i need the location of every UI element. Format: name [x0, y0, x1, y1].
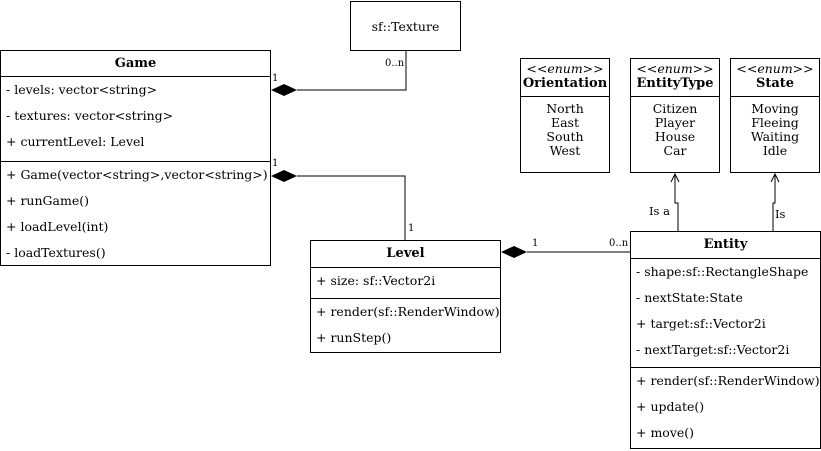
game-texture-diamond: [271, 84, 297, 96]
entity-class-title: Entity: [703, 237, 748, 252]
entitytype-stereotype: <<enum>>: [636, 61, 714, 76]
entity-methods: + render(sf::RenderWindow) + update() + …: [631, 367, 820, 446]
enum-value: West: [549, 143, 581, 158]
enum-value: Waiting: [750, 129, 800, 144]
entity-attributes: - shape:sf::RectangleShape - nextState:S…: [631, 258, 820, 363]
entitytype-arrowhead: [670, 172, 680, 183]
entity-attribute-row: - shape:sf::RectangleShape: [636, 264, 809, 279]
enum-value: Citizen: [652, 101, 698, 116]
entity-class: Entity - shape:sf::RectangleShape - next…: [630, 231, 821, 449]
level-attribute-row: + size: sf::Vector2i: [316, 273, 436, 288]
enum-value: Car: [663, 143, 687, 158]
entitytype-title: EntityType: [636, 76, 714, 91]
enum-value: House: [654, 129, 696, 144]
entity-method-row: + render(sf::RenderWindow): [636, 373, 820, 388]
enum-value: East: [550, 115, 579, 130]
entitytype-values: Citizen Player House Car: [631, 96, 719, 158]
enum-value: Moving: [751, 101, 799, 116]
game-attribute-row: - levels: vector<string>: [6, 82, 158, 97]
texture-class: sf::Texture: [350, 1, 461, 51]
level-method-row: + render(sf::RenderWindow): [316, 304, 500, 319]
texture-class-title: sf::Texture: [371, 18, 440, 34]
entity-state-line: [772, 174, 776, 232]
game-methods: + Game(vector<string>,vector<string>) + …: [1, 161, 270, 266]
texture-multiplicity-texture: 0..n: [385, 58, 405, 69]
game-method-row: + loadLevel(int): [6, 219, 109, 234]
game-level-composition-line: [297, 175, 406, 240]
level-class: Level + size: sf::Vector2i + render(sf::…: [310, 240, 501, 353]
orientation-stereotype: <<enum>>: [526, 61, 604, 76]
level-attributes: + size: sf::Vector2i: [311, 267, 500, 294]
enum-value: North: [546, 101, 584, 116]
level-method-row: + runStep(): [316, 330, 392, 345]
game-attribute-row: - textures: vector<string>: [6, 108, 174, 123]
game-attribute-row: + currentLevel: Level: [6, 134, 145, 149]
orientation-enum: <<enum>> Orientation North East South We…: [520, 58, 610, 173]
entitytype-enum: <<enum>> EntityType Citizen Player House…: [630, 58, 720, 173]
game-level-diamond: [271, 170, 297, 182]
game-method-row: + Game(vector<string>,vector<string>): [6, 167, 268, 182]
level-multiplicity-game: 1: [272, 158, 279, 169]
orientation-title: Orientation: [522, 76, 608, 91]
game-class-title: Game: [114, 56, 157, 71]
texture-multiplicity-game: 1: [272, 73, 279, 84]
level-entity-diamond: [501, 246, 527, 258]
is-a-label: Is a: [649, 204, 670, 218]
level-methods: + render(sf::RenderWindow) + runStep(): [311, 298, 500, 351]
game-class: Game - levels: vector<string> - textures…: [0, 50, 271, 266]
state-title: State: [755, 76, 795, 91]
entity-attribute-row: + target:sf::Vector2i: [636, 316, 766, 331]
level-class-title: Level: [386, 246, 425, 261]
enum-value: Idle: [762, 143, 788, 158]
is-label: Is: [775, 207, 786, 221]
game-method-row: + runGame(): [6, 193, 89, 208]
entity-multiplicity-level: 1: [532, 238, 539, 249]
game-method-row: - loadTextures(): [6, 245, 106, 260]
entity-multiplicity-entity: 0..n: [609, 238, 629, 249]
entity-attribute-row: - nextState:State: [636, 290, 743, 305]
state-arrowhead: [770, 172, 780, 183]
enum-value: Fleeing: [751, 115, 799, 130]
entity-method-row: + update(): [636, 399, 705, 414]
state-values: Moving Fleeing Waiting Idle: [731, 96, 819, 158]
state-enum: <<enum>> State Moving Fleeing Waiting Id…: [730, 58, 820, 173]
orientation-values: North East South West: [521, 96, 609, 158]
game-attributes: - levels: vector<string> - textures: vec…: [1, 76, 270, 155]
state-stereotype: <<enum>>: [736, 61, 814, 76]
entity-entitytype-line: [674, 174, 679, 232]
level-multiplicity-level: 1: [408, 223, 415, 234]
entity-attribute-row: - nextTarget:sf::Vector2i: [636, 342, 790, 357]
game-texture-composition-line: [297, 50, 407, 91]
entity-method-row: + move(): [636, 425, 695, 440]
enum-value: Player: [654, 115, 696, 130]
enum-value: South: [546, 129, 584, 144]
